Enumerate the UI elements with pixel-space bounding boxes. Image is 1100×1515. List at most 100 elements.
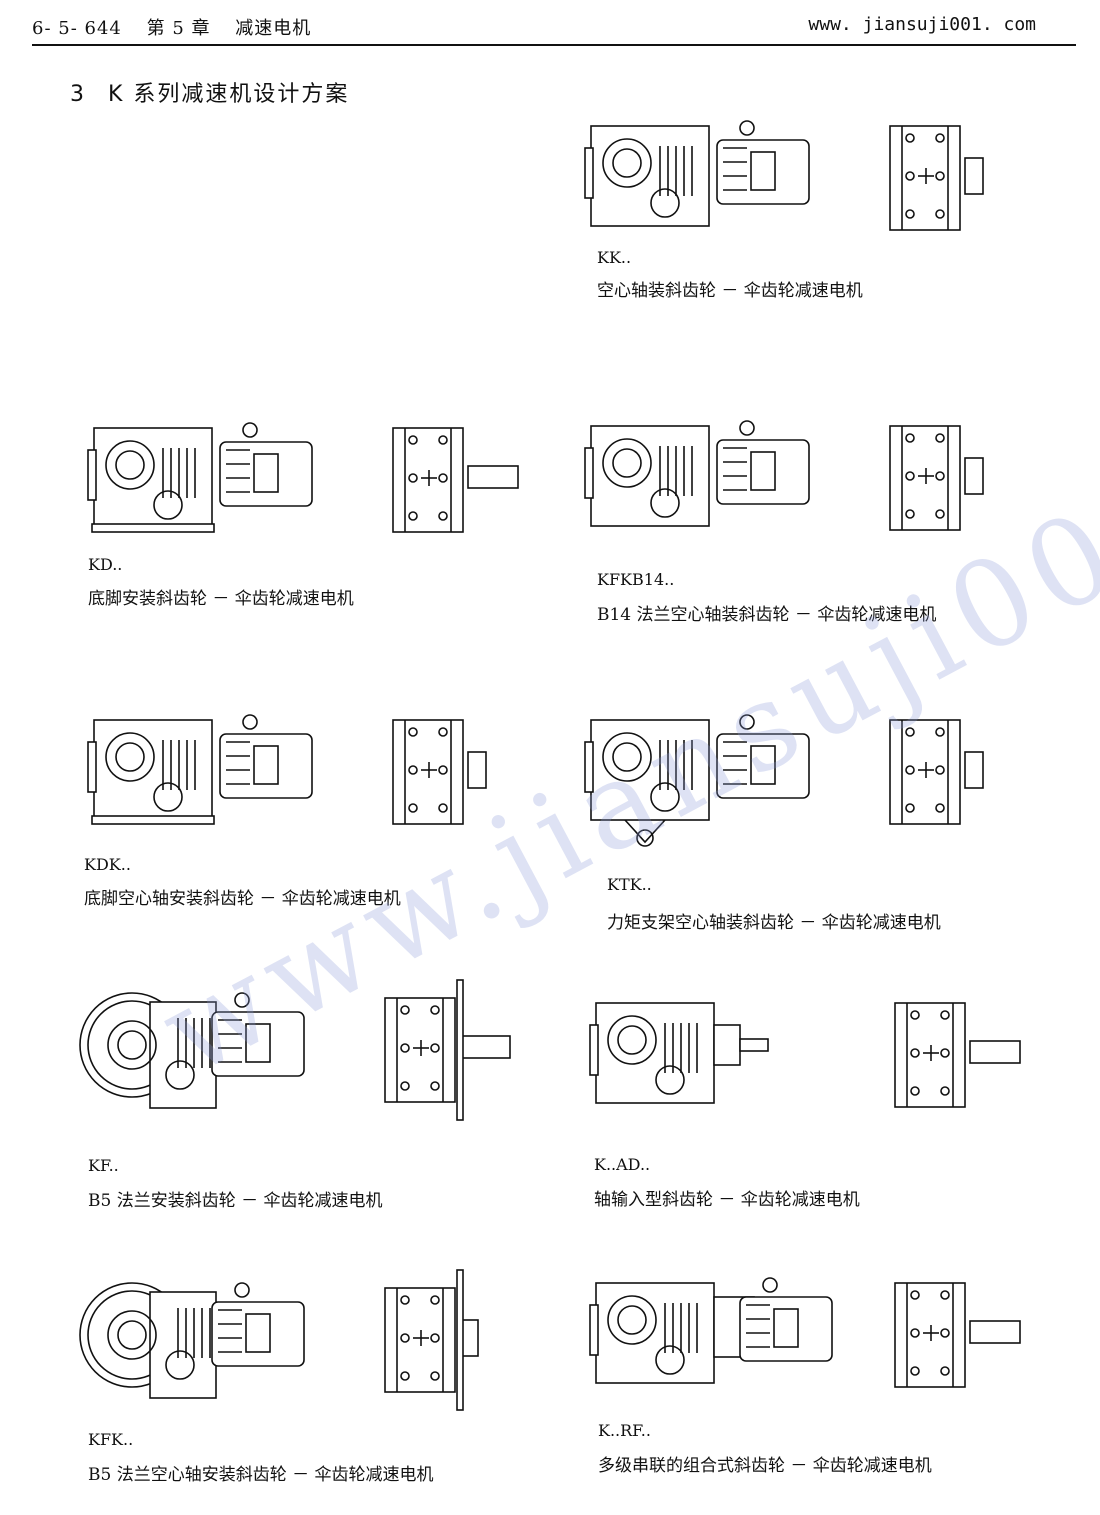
input-adapter	[713, 1024, 741, 1066]
side-view-housing	[392, 719, 464, 825]
bolt-hole	[910, 1366, 920, 1376]
bolt-hole	[430, 1005, 440, 1015]
gear-cover	[650, 488, 680, 518]
housing-side-boss	[87, 449, 97, 501]
gearbox-housing	[149, 1001, 217, 1109]
bolt-hole	[940, 1328, 950, 1338]
side-view-housing	[384, 1287, 456, 1393]
bolt-hole	[438, 511, 448, 521]
bolt-hole	[935, 803, 945, 813]
bolt-hole	[910, 1048, 920, 1058]
gearbox-housing	[595, 1002, 715, 1104]
output-bore-ring	[105, 440, 155, 490]
gearbox-housing	[590, 125, 710, 227]
output-bore	[617, 1025, 647, 1055]
motor-body	[716, 439, 810, 505]
bolt-hole	[438, 765, 448, 775]
bolt-hole	[905, 727, 915, 737]
model-description: 力矩支架空心轴装斜齿轮 － 伞齿轮减速电机	[607, 913, 941, 933]
bolt-hole	[408, 511, 418, 521]
terminal-box	[750, 745, 776, 785]
side-output-shaft	[969, 1040, 1021, 1064]
gear-cover	[650, 188, 680, 218]
gear-cover	[153, 490, 183, 520]
gearbox-housing	[590, 425, 710, 527]
model-description: B5 法兰空心轴安装斜齿轮 － 伞齿轮减速电机	[88, 1465, 434, 1485]
gear-cover	[655, 1065, 685, 1095]
model-description: 空心轴装斜齿轮 － 伞齿轮减速电机	[597, 281, 863, 301]
gearmotor-drawing	[584, 714, 984, 847]
bolt-hole	[438, 803, 448, 813]
output-bore-ring	[602, 438, 652, 488]
output-bore-ring	[107, 1310, 157, 1360]
foot-plate	[91, 523, 215, 533]
section-title: K 系列减速机设计方案	[108, 82, 350, 107]
bolt-hole	[430, 1081, 440, 1091]
side-output-shaft	[459, 1035, 511, 1059]
bolt-hole	[935, 209, 945, 219]
page-number: 6- 5- 644	[32, 18, 122, 39]
input-shaft	[739, 1038, 769, 1052]
output-bore-ring	[107, 1020, 157, 1070]
housing-side-boss	[589, 1304, 599, 1356]
output-bore-ring	[602, 732, 652, 782]
lifting-eye	[739, 420, 755, 436]
lifting-eye	[739, 714, 755, 730]
side-output-shaft	[467, 465, 519, 489]
bolt-hole	[400, 1333, 410, 1343]
bolt-hole	[910, 1010, 920, 1020]
gearmotor-drawing	[87, 422, 519, 533]
bolt-hole	[400, 1295, 410, 1305]
bolt-hole	[438, 435, 448, 445]
model-code: KK..	[597, 248, 632, 267]
torque-arm-eye	[636, 829, 654, 847]
bolt-hole	[905, 509, 915, 519]
gear-cover	[153, 782, 183, 812]
bolt-hole	[910, 1290, 920, 1300]
model-description: 底脚安装斜齿轮 － 伞齿轮减速电机	[88, 589, 354, 609]
chapter-title: 减速电机	[235, 18, 312, 39]
terminal-box	[773, 1308, 799, 1348]
output-bore-ring	[607, 1295, 657, 1345]
side-shaft-stub	[964, 157, 984, 195]
model-description: B5 法兰安装斜齿轮 － 伞齿轮减速电机	[88, 1191, 383, 1211]
model-code: K..AD..	[594, 1155, 651, 1174]
gearmotor-drawing	[589, 1277, 1021, 1388]
gearmotor-drawing	[79, 1269, 479, 1411]
housing-side-boss	[87, 741, 97, 793]
gearbox-housing	[595, 1282, 715, 1384]
chapter-number: 第 5 章	[146, 18, 211, 39]
bolt-hole	[905, 433, 915, 443]
bolt-hole	[400, 1081, 410, 1091]
gear-cover	[165, 1350, 195, 1380]
gearbox-housing	[149, 1291, 217, 1399]
torque-arm	[624, 819, 666, 844]
bolt-hole	[408, 473, 418, 483]
model-code: KDK..	[84, 855, 131, 874]
terminal-box	[253, 453, 279, 493]
foot-plate	[91, 815, 215, 825]
output-bore	[612, 742, 642, 772]
side-view-housing	[889, 719, 961, 825]
terminal-box	[253, 745, 279, 785]
page-header: 6- 5- 644 第 5 章 减速电机 www. jiansuji001. c…	[32, 10, 1076, 46]
model-description: 底脚空心轴安装斜齿轮 － 伞齿轮减速电机	[84, 889, 401, 909]
gearmotor-drawing	[79, 979, 511, 1121]
gear-cover	[655, 1345, 685, 1375]
side-view-housing	[894, 1282, 966, 1388]
side-shaft-stub	[467, 751, 487, 789]
motor-body	[211, 1011, 305, 1077]
bolt-hole	[905, 209, 915, 219]
bolt-hole	[400, 1371, 410, 1381]
motor-body	[716, 733, 810, 799]
gearmotor-drawing	[589, 1002, 1021, 1108]
side-flange	[456, 979, 464, 1121]
side-view-housing	[894, 1002, 966, 1108]
side-view-housing	[889, 125, 961, 231]
output-bore	[612, 448, 642, 478]
bolt-hole	[905, 471, 915, 481]
bolt-hole	[935, 433, 945, 443]
housing-side-boss	[584, 147, 594, 199]
motor-body	[211, 1301, 305, 1367]
model-code: KTK..	[607, 875, 652, 894]
